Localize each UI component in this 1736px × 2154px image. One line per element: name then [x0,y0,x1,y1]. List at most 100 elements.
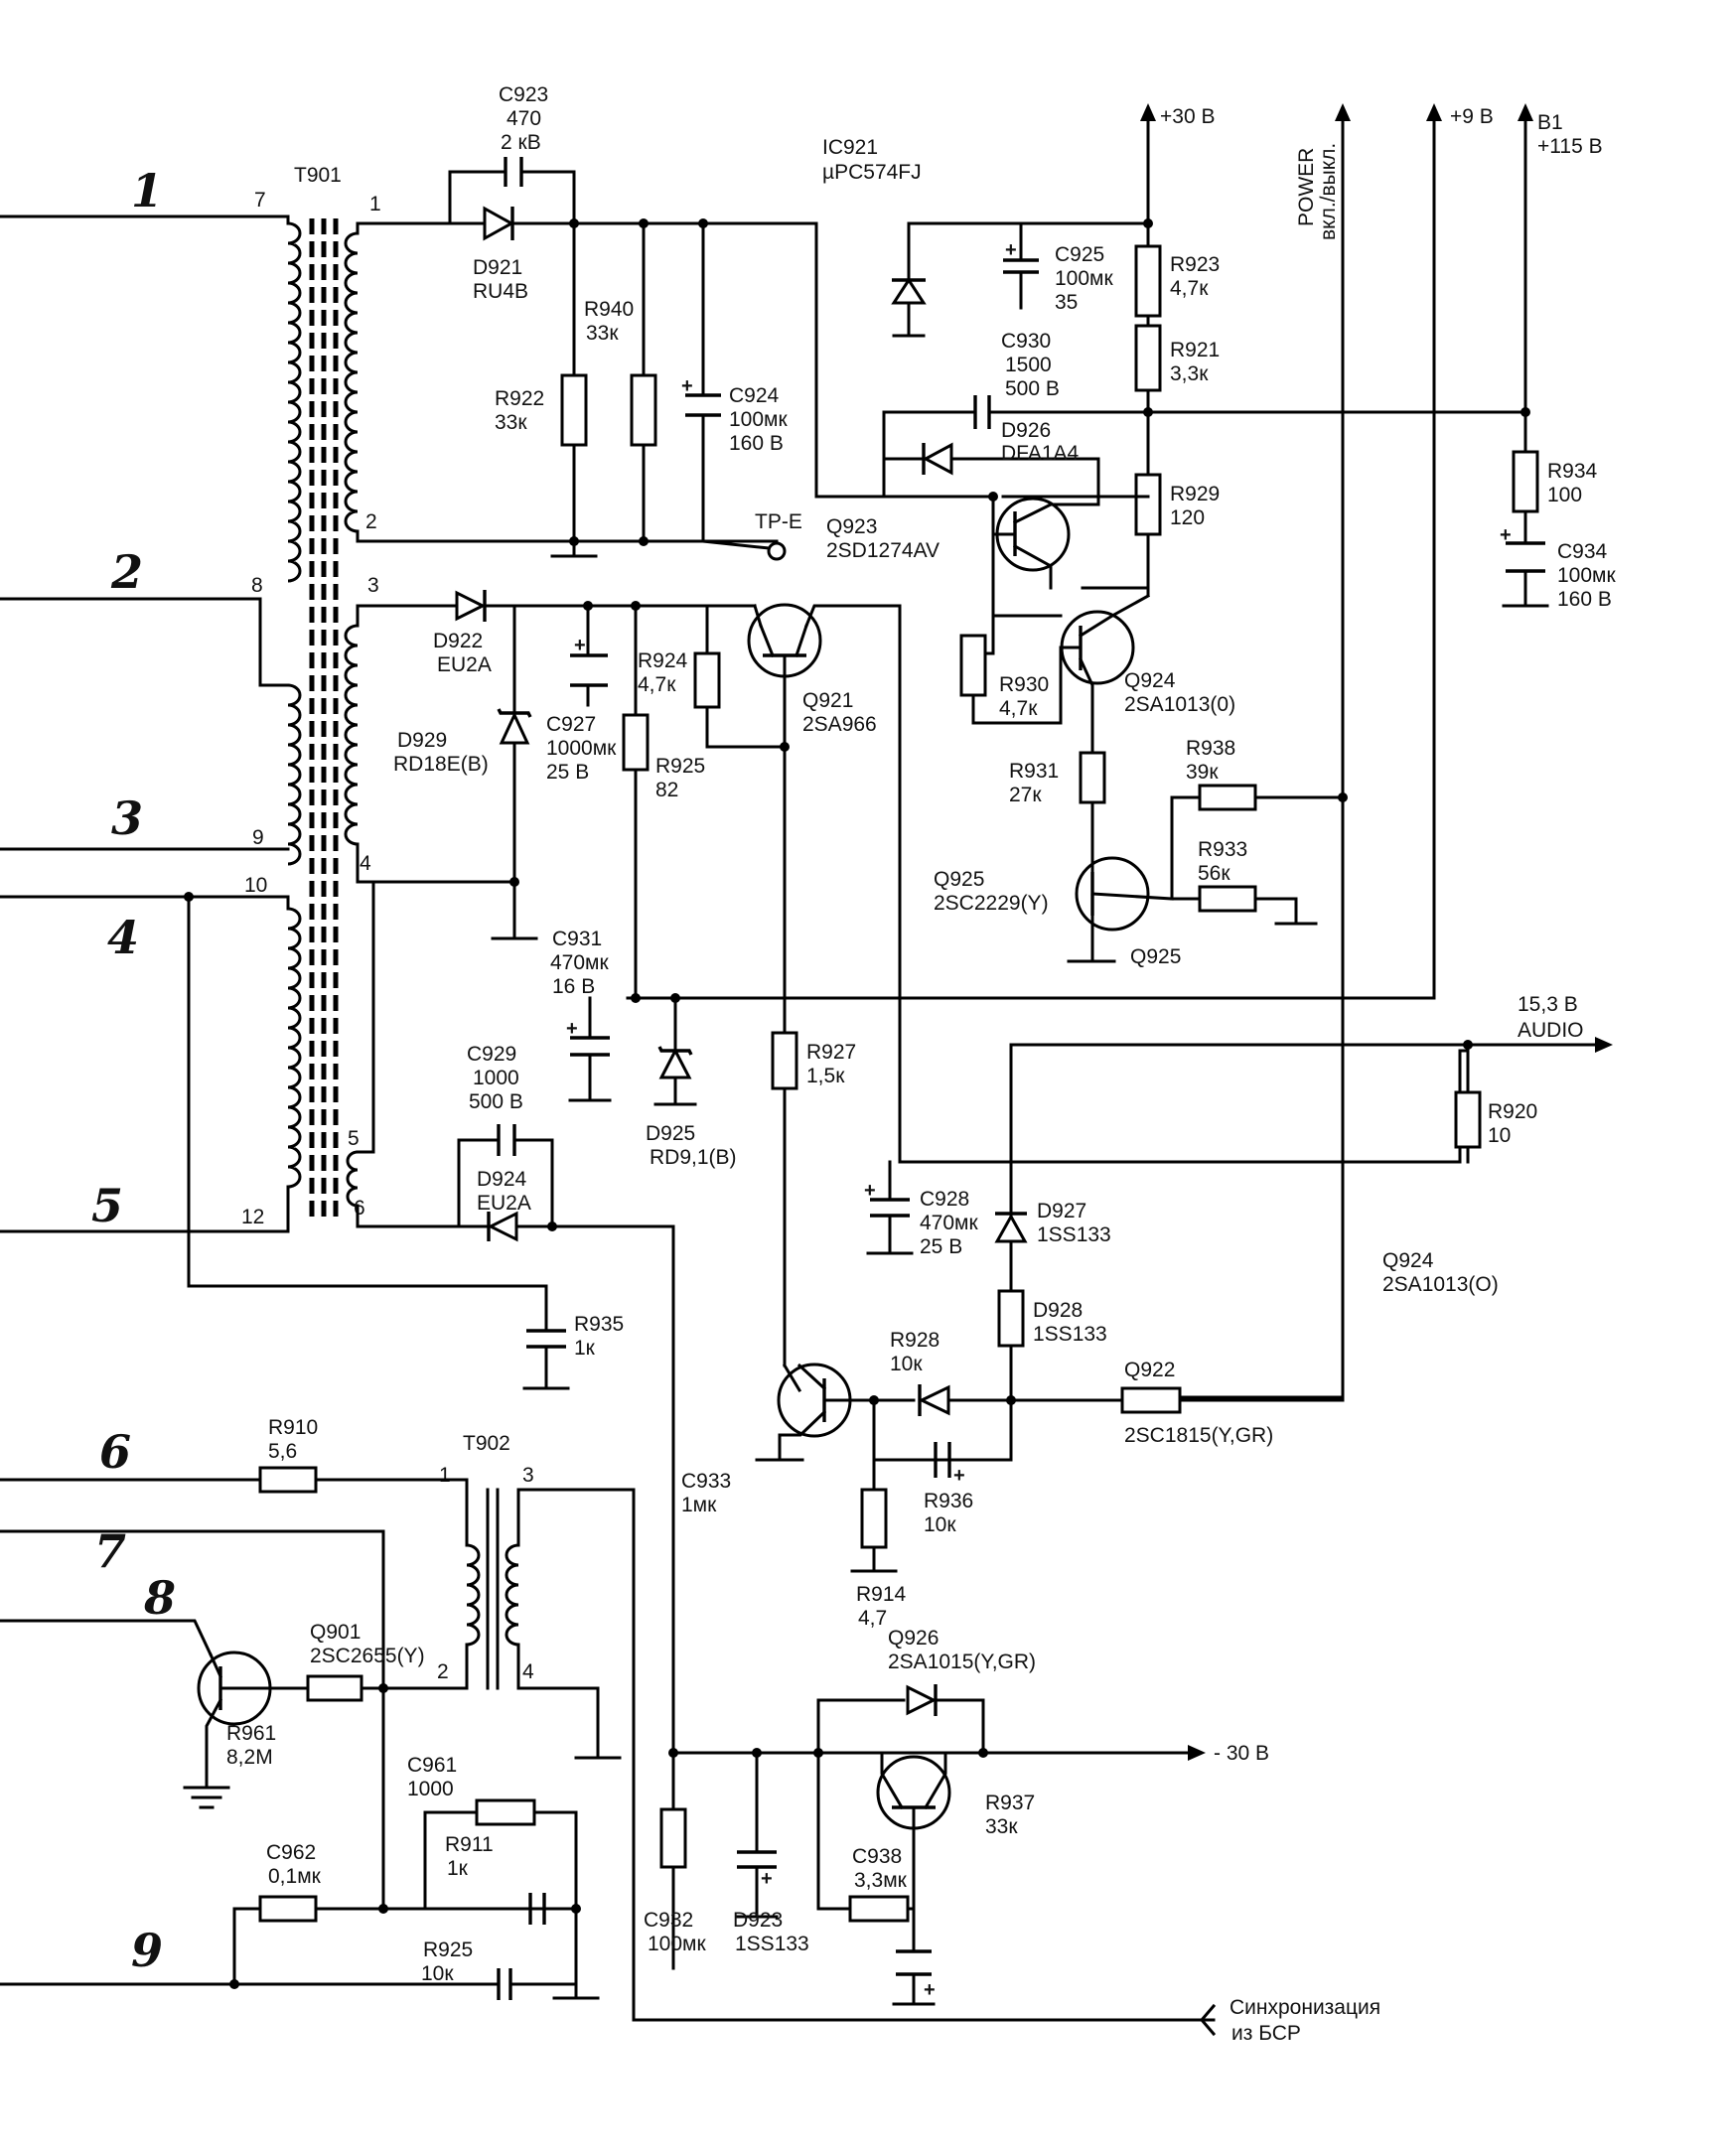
r961-resistor [475,1798,536,1826]
r937-resistor [848,1895,910,1923]
wire-number-4: 4 [107,911,139,964]
r924-ref: R924 [638,649,688,672]
r940-value: 33к [586,322,619,345]
t901-pin-9: 9 [252,826,264,849]
c934-value: 100мк [1557,564,1616,587]
r925-82-resistor [622,713,650,772]
d928-ref: R928 [890,1329,940,1352]
minus30-label: - 30 В [1214,1742,1269,1765]
t901-pin-3: 3 [367,574,379,597]
r938-value: 39к [1186,761,1219,784]
svg-text:+: + [1500,524,1512,546]
c961-ref: R911 [445,1833,494,1856]
r922-resistor [560,373,588,447]
d924-diode [487,1211,518,1242]
plus115-label: +115 В [1537,135,1603,158]
r911-ref: C962 [266,1841,316,1864]
q926-value: 33к [985,1815,1018,1838]
r925-10k-value: 100мк [648,1933,706,1955]
audio-label: AUDIO [1518,1019,1584,1042]
d927-ref: D927 [1037,1200,1086,1222]
c923-ref: C923 [499,83,548,106]
audio-rail [1009,1037,1613,1219]
r929-value: 120 [1170,506,1205,529]
plus9-label: +9 В [1450,105,1494,128]
r921-value: 3,3к [1170,362,1209,385]
r922-ref: R922 [495,387,544,410]
q921-value: 2SA966 [802,713,877,736]
r920-value: 10 [1488,1124,1511,1147]
power-label: POWER [1295,148,1318,226]
c928-ref: C928 [920,1188,969,1211]
t901-pin-5: 5 [348,1127,360,1150]
junction-dots [184,218,1530,1989]
r910-resistor [306,1674,363,1702]
b1-label: B1 [1537,111,1563,134]
r935-value: 1SS133 [1033,1323,1107,1346]
secondary-1-wiring [356,170,995,558]
q924-note-ref: Q924 [1382,1249,1434,1272]
r927-resistor [771,1031,798,1090]
svg-text:+: + [1005,239,1017,261]
sync-sublabel: из БСР [1231,2022,1301,2045]
c962-value: 10к [421,1962,454,1985]
t901-pin-8: 8 [251,574,263,597]
r927-value: 1,5к [806,1065,845,1087]
t902-pin-2: 2 [437,1660,449,1683]
r933-resistor [1198,885,1257,913]
c931-ref: C931 [552,928,602,950]
wire-number-7: 7 [94,1524,126,1578]
r931-resistor [1079,751,1106,804]
d923-value: 2SA1015(Y,GR) [888,1651,1036,1673]
r936-ref: R914 [856,1583,907,1606]
c933-block [872,1398,1013,1478]
power-sublabel: вкл./выкл. [1317,143,1340,240]
ic921-part: µPC574FJ [822,161,922,184]
d928-block [840,1384,1345,1416]
r927-ref: R927 [806,1041,856,1064]
d929-ref: D929 [397,729,447,752]
d929-zener [499,711,530,745]
svg-text:+: + [761,1868,773,1890]
svg-text:+: + [924,1979,936,2001]
d922-ref: D922 [433,630,483,652]
t902-wiring [0,1478,1216,2022]
q923-value: 2SD1274AV [826,539,940,562]
c933-ref: R936 [924,1490,973,1512]
c929-extra: 500 В [469,1090,523,1113]
c925-ref: C925 [1055,243,1104,266]
r961-value: 1000 [407,1778,454,1800]
c924-extra: 160 В [729,432,784,455]
t901-pin-6: 6 [354,1197,365,1220]
r925-82-value: 82 [655,779,678,801]
t901-pin-4: 4 [360,852,371,875]
plus115-rail [1502,103,1549,608]
r935-resistor [997,1289,1025,1348]
c929-value: 1000 [473,1067,519,1089]
ic921-zener [891,221,1150,338]
c929-ref: C929 [467,1043,516,1066]
r936-resistor [860,1488,888,1549]
q921-transistor [747,603,822,1035]
r914-value: 5,6 [268,1440,297,1463]
r929-ref: R929 [1170,483,1220,505]
c962-ref: R925 [423,1939,473,1961]
d921-diode [483,206,515,241]
c927-ref: C927 [546,713,596,736]
d926-value: DFA1A4 [1001,442,1080,465]
c931-extra: 16 В [552,975,595,998]
q922-value: 1мк [681,1494,717,1516]
power-rail [1168,103,1351,1399]
d926-diode [922,442,953,476]
r923-ref: R923 [1170,253,1220,276]
q926-transistor [876,1751,951,1911]
r938-resistor [1198,784,1257,811]
r928-resistor [1120,1386,1182,1414]
q901-transistor [183,1651,272,1809]
r920-ref: R920 [1488,1100,1537,1123]
wire-number-6: 6 [99,1425,131,1479]
r924-value: 4,7к [638,673,676,696]
d927-value: 1SS133 [1037,1223,1111,1246]
wire-number-9: 9 [131,1924,163,1977]
